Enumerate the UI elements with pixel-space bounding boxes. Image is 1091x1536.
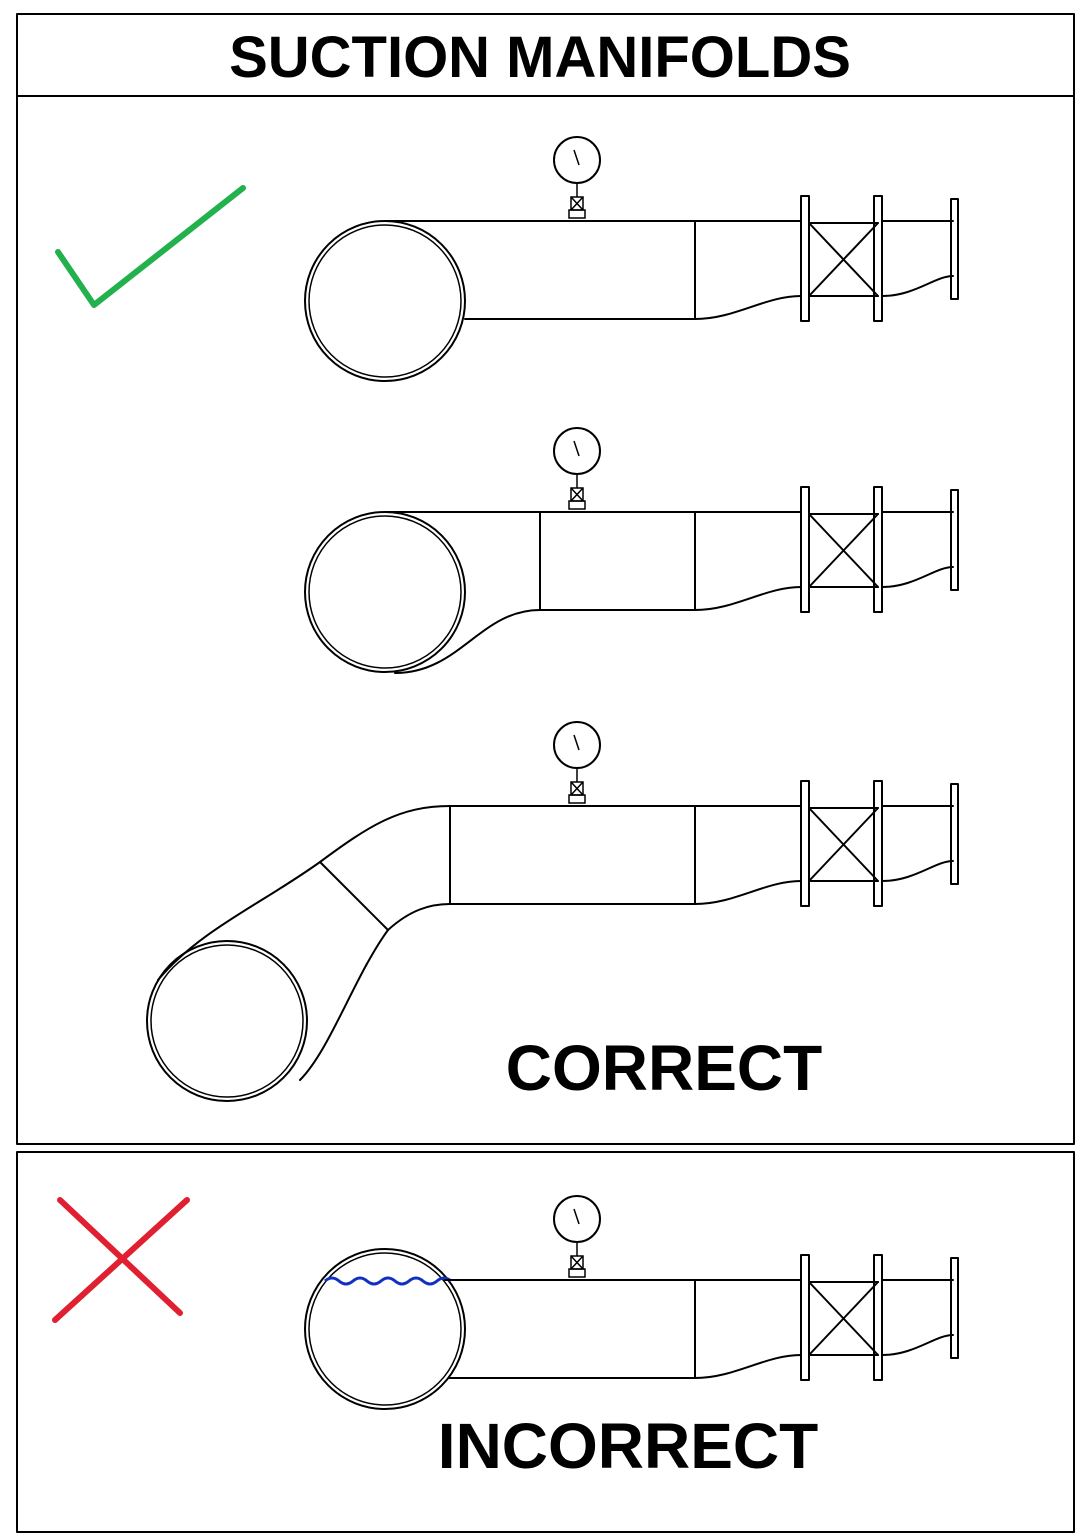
gate-valve-icon bbox=[694, 195, 959, 322]
header-pipe-inner bbox=[150, 944, 304, 1098]
header-pipe-outer bbox=[304, 511, 466, 673]
manifold-example-1 bbox=[304, 136, 959, 382]
water-level-line bbox=[324, 1276, 452, 1286]
pressure-gauge-icon bbox=[553, 721, 601, 804]
header-pipe-inner bbox=[308, 1252, 462, 1406]
manifold-example-incorrect bbox=[304, 1195, 959, 1410]
incorrect-label: INCORRECT bbox=[438, 1410, 818, 1482]
pressure-gauge-icon bbox=[553, 136, 601, 219]
gate-valve-icon bbox=[694, 486, 959, 613]
correct-panel-frame bbox=[16, 13, 1075, 1145]
manifold-example-3 bbox=[146, 721, 959, 1102]
pressure-gauge-icon bbox=[553, 427, 601, 510]
check-mark-icon bbox=[55, 185, 246, 308]
cross-mark-icon bbox=[52, 1197, 190, 1323]
pressure-gauge-icon bbox=[553, 1195, 601, 1278]
header-pipe-outer bbox=[304, 220, 466, 382]
manifold-example-2 bbox=[304, 427, 959, 674]
header-pipe-inner bbox=[308, 224, 462, 378]
gate-valve-icon bbox=[694, 1254, 959, 1381]
header-pipe-outer bbox=[146, 940, 308, 1102]
incorrect-panel-frame bbox=[16, 1151, 1075, 1533]
header-pipe-outer bbox=[304, 1248, 466, 1410]
correct-label: CORRECT bbox=[506, 1032, 822, 1104]
gate-valve-icon bbox=[694, 780, 959, 907]
header-pipe-inner bbox=[308, 515, 462, 669]
page-title: SUCTION MANIFOLDS bbox=[229, 25, 851, 90]
